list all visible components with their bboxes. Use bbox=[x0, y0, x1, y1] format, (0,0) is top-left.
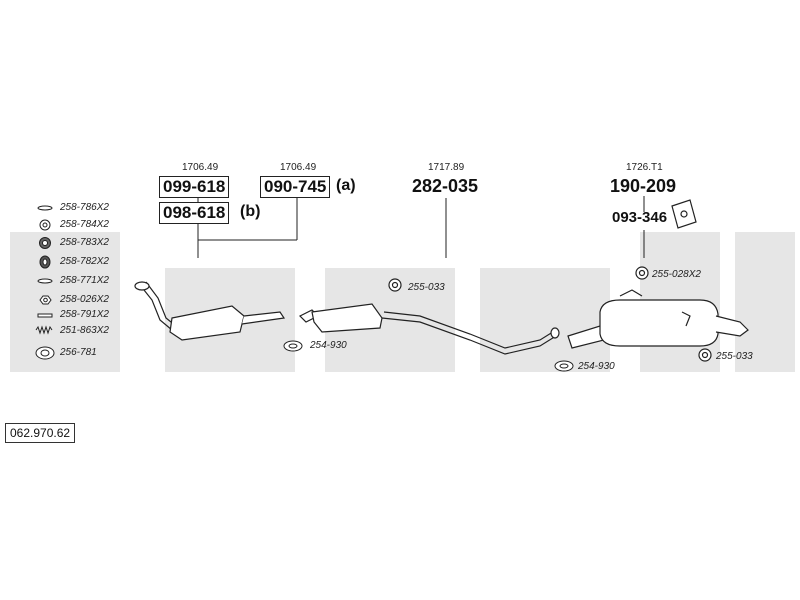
clamp-icon-2 bbox=[554, 360, 574, 372]
ref-group-4: 1726.T1 bbox=[626, 162, 663, 173]
side-part-1[interactable]: 258-786X2 bbox=[60, 202, 109, 213]
leader-lines bbox=[197, 196, 645, 258]
pin-icon bbox=[37, 278, 53, 284]
part-number-box-2[interactable]: 098-618 bbox=[159, 202, 230, 224]
part-number-190[interactable]: 190-209 bbox=[610, 176, 677, 196]
ref-group-1: 1706.49 bbox=[182, 162, 219, 173]
rear-muffler bbox=[567, 289, 749, 349]
catalog-number: 062.970.62 bbox=[5, 423, 76, 443]
rubber-mount-icon-3 bbox=[698, 348, 712, 362]
part-number-093[interactable]: 093-346 bbox=[612, 209, 668, 226]
side-part-8[interactable]: 251-863X2 bbox=[60, 325, 109, 336]
side-icons bbox=[35, 205, 55, 360]
part-number-box-1[interactable]: 099-618 bbox=[159, 176, 230, 198]
bolt-icon bbox=[37, 313, 53, 318]
side-part-6[interactable]: 258-026X2 bbox=[60, 294, 109, 305]
part-number-282[interactable]: 282-035 bbox=[412, 176, 479, 196]
rubber-mount-icon-2 bbox=[635, 266, 649, 280]
hex-nut-icon bbox=[39, 295, 52, 305]
spring-icon bbox=[39, 255, 51, 269]
clamp-icon-1 bbox=[283, 340, 303, 352]
hardware-label-1[interactable]: 254-930 bbox=[310, 340, 347, 351]
spring-washer-icon bbox=[35, 325, 53, 335]
side-part-3[interactable]: 258-783X2 bbox=[60, 237, 109, 248]
front-pipe-catalyst bbox=[134, 281, 286, 341]
side-part-9[interactable]: 256-781 bbox=[60, 347, 97, 358]
hardware-label-3[interactable]: 254-930 bbox=[578, 361, 615, 372]
hardware-label-5[interactable]: 255-033 bbox=[716, 351, 753, 362]
washer-icon bbox=[37, 205, 53, 211]
part-number-box-3[interactable]: 090-745 bbox=[260, 176, 331, 198]
gasket-icon bbox=[35, 346, 55, 360]
hardware-label-4[interactable]: 255-028X2 bbox=[652, 269, 701, 280]
side-part-4[interactable]: 258-782X2 bbox=[60, 256, 109, 267]
bracket-icon bbox=[671, 199, 697, 229]
center-silencer bbox=[298, 303, 560, 355]
side-part-5[interactable]: 258-771X2 bbox=[60, 275, 109, 286]
ref-group-3: 1717.89 bbox=[428, 162, 465, 173]
suffix-b: (b) bbox=[240, 203, 261, 220]
hardware-label-2[interactable]: 255-033 bbox=[408, 282, 445, 293]
ref-group-2: 1706.49 bbox=[280, 162, 317, 173]
nut-icon bbox=[39, 237, 51, 249]
ring-icon bbox=[39, 219, 51, 231]
suffix-a: (a) bbox=[336, 177, 356, 194]
side-part-7[interactable]: 258-791X2 bbox=[60, 309, 109, 320]
rubber-mount-icon-1 bbox=[388, 278, 402, 292]
side-part-2[interactable]: 258-784X2 bbox=[60, 219, 109, 230]
